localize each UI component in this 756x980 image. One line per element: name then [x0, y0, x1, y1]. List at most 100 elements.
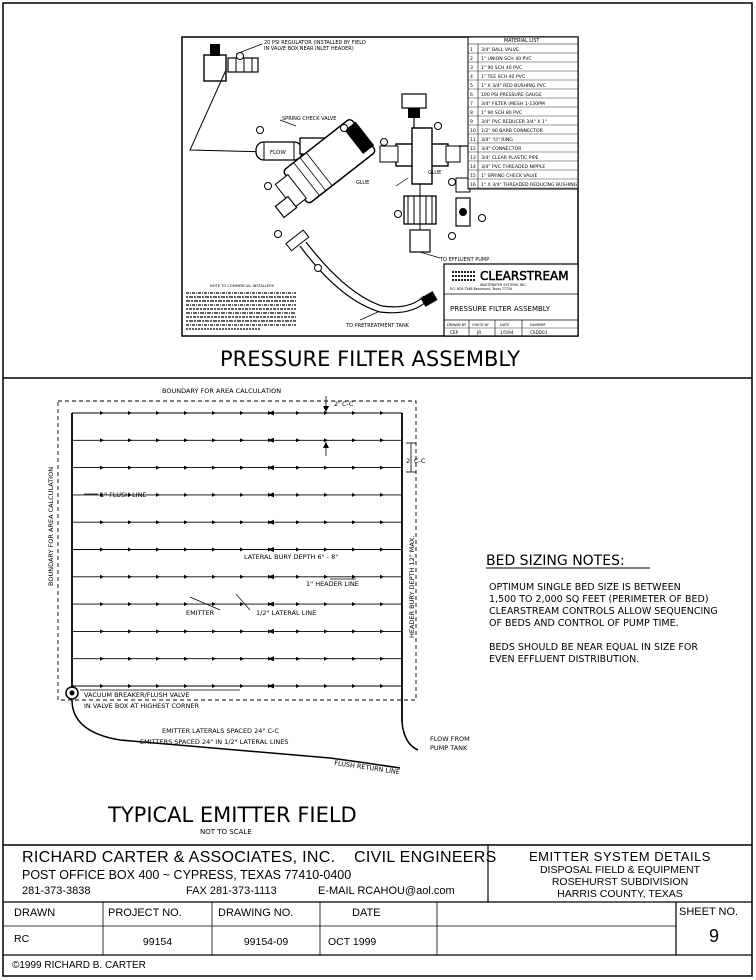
- flow-label: FLOW: [270, 150, 286, 156]
- emitter-marker-icon: [324, 465, 328, 470]
- firm-discipline: CIVIL ENGINEERS: [354, 849, 497, 866]
- boundary-top-label: BOUNDARY FOR AREA CALCULATION: [162, 387, 281, 395]
- pressure-gauge-icon: [401, 93, 427, 128]
- flow-arrow-icon: [268, 519, 274, 525]
- emitter-marker-icon: [380, 465, 384, 470]
- material-item-description: 1" 90 SCH 80 PVC: [481, 110, 522, 116]
- material-item-description: 1" 90 SCH 40 PVC: [481, 65, 522, 71]
- emitter-marker-icon: [184, 520, 188, 525]
- ball-valve-icon: [455, 177, 471, 227]
- effluent-pump-label: TO EFFLUENT PUMP: [439, 257, 489, 263]
- emitter-marker-icon: [128, 684, 132, 688]
- bed-sizing-notes: BED SIZING NOTES: OPTIMUM SINGLE BED SIZ…: [486, 553, 718, 665]
- emitter-marker-icon: [240, 602, 244, 607]
- emitter-marker-icon: [156, 492, 160, 497]
- material-item-description: 1" X 3/4" RED BUSHING PVC: [481, 83, 546, 89]
- emitter-marker-icon: [296, 656, 300, 661]
- vacuum-breaker-icon: [65, 686, 79, 700]
- project-value: 99154: [142, 936, 173, 948]
- filter-end-fitting-icon: [274, 195, 310, 252]
- emitter-marker-icon: [240, 547, 244, 552]
- flow-arrow-icon: [268, 410, 274, 416]
- emitter-marker-icon: [212, 602, 216, 607]
- emitter-marker-icon: [128, 438, 132, 443]
- emitter-marker-icon: [380, 520, 384, 525]
- not-to-scale-label: NOT TO SCALE: [200, 828, 252, 836]
- flow-arrow-icon: [268, 574, 274, 580]
- emitter-marker-icon: [324, 602, 328, 607]
- material-item-description: 100 PSI PRESSURE GAUGE: [481, 92, 542, 98]
- emitter-marker-icon: [128, 629, 132, 634]
- clearstream-logo-icon: [452, 271, 476, 281]
- material-item-number: 4: [470, 74, 473, 80]
- emitter-marker-icon: [156, 602, 160, 607]
- emitter-marker-icon: [212, 684, 216, 688]
- flow-arrow-icon: [268, 492, 274, 498]
- lateral-lines: [72, 410, 402, 689]
- emitter-marker-icon: [296, 629, 300, 634]
- emitter-marker-icon: [100, 629, 104, 634]
- emitter-marker-icon: [128, 656, 132, 661]
- emitter-marker-icon: [156, 411, 160, 415]
- laterals-spaced-label: EMITTER LATERALS SPACED 24" C-C: [162, 727, 279, 735]
- inset-date: 1/5/94: [500, 330, 514, 335]
- emitter-marker-icon: [156, 520, 160, 525]
- material-item-description: 3/4" PVC THREADED NIPPLE: [481, 164, 545, 170]
- material-item-description: 1" X 3/4" THREADED REDUCING BUSHING: [481, 182, 578, 188]
- emitter-marker-icon: [212, 492, 216, 497]
- flow-arrow-icon: [268, 601, 274, 607]
- sheet-number: 9: [708, 926, 719, 946]
- firm-email: E-MAIL RCAHOU@aol.com: [318, 885, 455, 897]
- sheet-subtitle-1: DISPOSAL FIELD & EQUIPMENT: [539, 864, 701, 876]
- bed-note-line: EVEN EFFLUENT DISTRIBUTION.: [489, 654, 639, 665]
- clearstream-company-name: CLEARSTREAM: [480, 269, 569, 283]
- emitter-field-title: TYPICAL EMITTER FIELD: [107, 803, 357, 827]
- emitter-marker-icon: [212, 520, 216, 525]
- emitter-marker-icon: [324, 438, 328, 443]
- emitter-marker-icon: [156, 438, 160, 443]
- emitter-marker-icon: [352, 602, 356, 607]
- emitter-marker-icon: [380, 602, 384, 607]
- pretreatment-label: TO PRETREATMENT TANK: [345, 323, 410, 329]
- material-item-number: 8: [470, 110, 473, 116]
- emitter-marker-icon: [212, 656, 216, 661]
- emitter-marker-icon: [240, 492, 244, 497]
- valve-box-label: IN VALVE BOX AT HIGHEST CORNER: [84, 702, 200, 710]
- material-item-number: 6: [470, 92, 473, 98]
- emitter-marker-icon: [128, 547, 132, 552]
- emitter-marker-icon: [380, 547, 384, 552]
- inset-checked-by-header: CHK'D BY: [472, 323, 490, 327]
- inset-date-header: DATE: [500, 323, 510, 327]
- emitter-marker-icon: [324, 656, 328, 661]
- area-boundary: [57, 400, 417, 701]
- clearstream-address: P.O. BOX 7568 Beaumont, Texas 77726: [450, 287, 512, 291]
- emitter-marker-icon: [184, 411, 188, 415]
- emitter-marker-icon: [156, 465, 160, 470]
- drawing-header: DRAWING NO.: [218, 907, 294, 919]
- firm-name: RICHARD CARTER & ASSOCIATES, INC.: [22, 849, 336, 866]
- emitter-marker-icon: [100, 656, 104, 661]
- emitter-marker-icon: [324, 629, 328, 634]
- inset-number-header: NUMBER: [530, 323, 546, 327]
- material-item-description: 1" SPRING CHECK VALVE: [481, 173, 538, 179]
- emitter-marker-icon: [184, 602, 188, 607]
- spacing-dimension-top: [323, 396, 329, 456]
- drawing-value: 99154-09: [243, 936, 289, 948]
- header-depth-label: HEADER BURY DEPTH 12" MAX.: [408, 536, 416, 638]
- emitter-marker-icon: [184, 438, 188, 443]
- flush-return-line: [71, 699, 401, 769]
- emitter-marker-icon: [324, 411, 328, 415]
- emitter-marker-icon: [240, 629, 244, 634]
- emitter-marker-icon: [352, 465, 356, 470]
- installer-note-text-lines: [186, 292, 296, 330]
- emitter-marker-icon: [380, 684, 384, 688]
- sheet-subtitle-3: HARRIS COUNTY, TEXAS: [557, 888, 683, 900]
- union-icon: [403, 184, 437, 253]
- material-item-description: 3/4" BALL VALVE: [481, 47, 519, 53]
- emitter-marker-icon: [352, 438, 356, 443]
- emitter-marker-icon: [380, 411, 384, 415]
- inset-number: CSDD01: [530, 330, 548, 335]
- emitter-marker-icon: [156, 574, 160, 579]
